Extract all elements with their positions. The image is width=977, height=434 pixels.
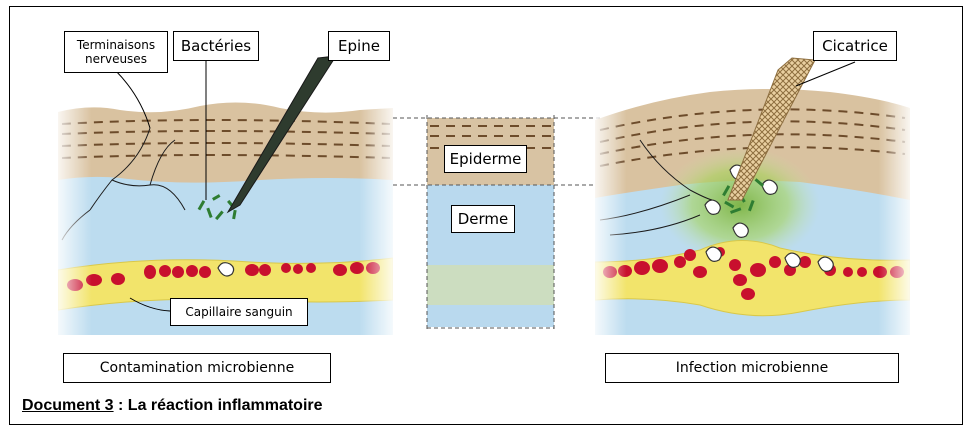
label-epine: Epine [328, 31, 390, 61]
label-infection-microbienne: Infection microbienne [605, 353, 899, 383]
label-terminaisons-line2: nerveuses [85, 52, 147, 66]
figure-caption: Document 3 : La réaction inflammatoire [22, 397, 323, 415]
label-epiderme: Epiderme [444, 145, 527, 173]
label-derme: Derme [451, 205, 515, 233]
right-skin-section [595, 40, 910, 340]
label-terminaisons-nerveuses: Terminaisons nerveuses [64, 31, 168, 73]
label-cicatrice: Cicatrice [813, 31, 897, 61]
caption-title: : La réaction inflammatoire [114, 397, 323, 414]
caption-document-number: Document 3 [22, 397, 114, 414]
label-contamination-microbienne: Contamination microbienne [63, 353, 331, 383]
left-skin-section [58, 40, 393, 340]
label-capillaire-sanguin: Capillaire sanguin [170, 298, 308, 326]
label-terminaisons-line1: Terminaisons [77, 38, 155, 52]
label-bacteries: Bactéries [173, 31, 259, 61]
